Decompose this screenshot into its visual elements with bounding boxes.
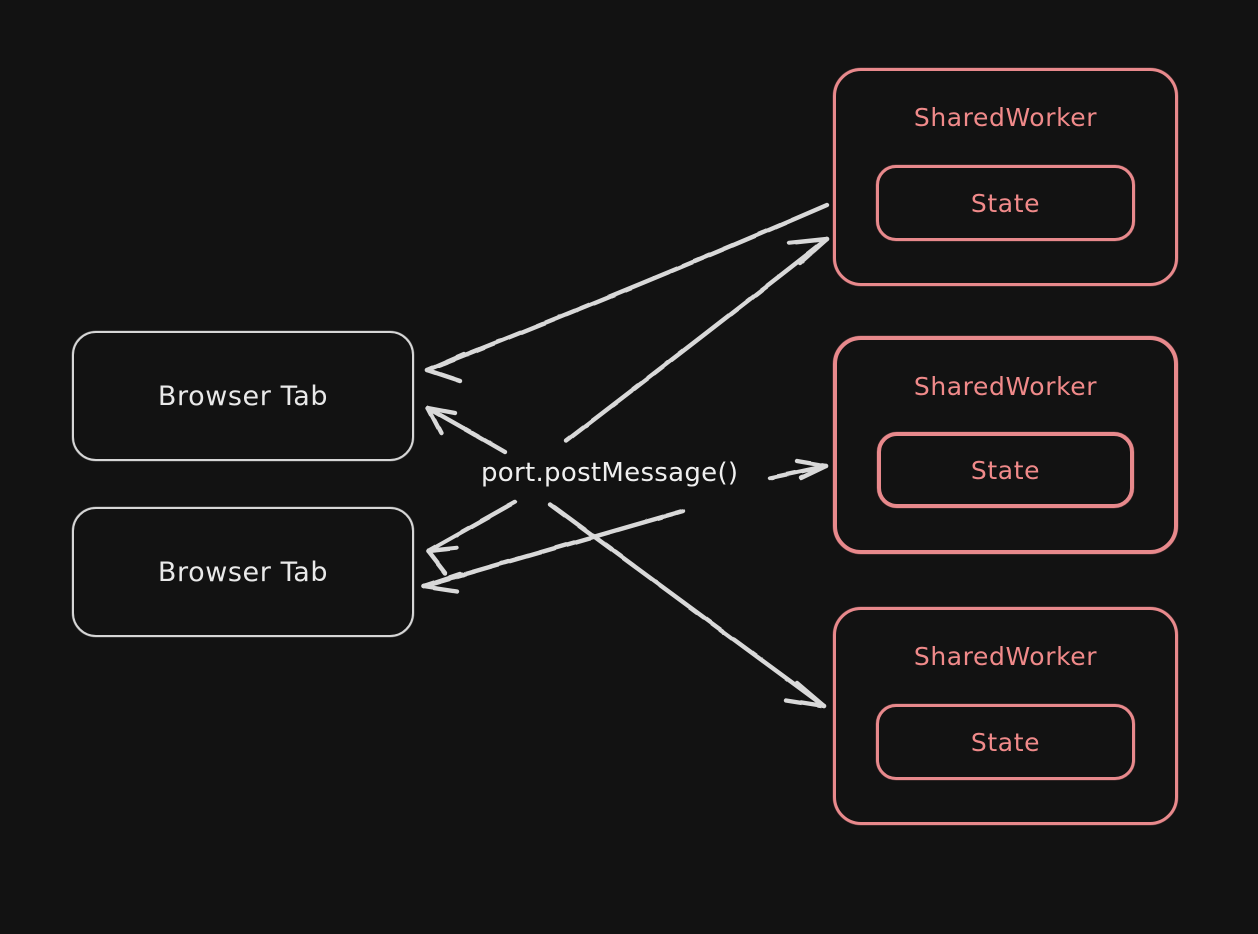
arrow-label-to-worker3 bbox=[547, 501, 827, 709]
shared-worker-3-label: SharedWorker bbox=[913, 642, 1098, 671]
arrow-worker3-to-tab2 bbox=[421, 508, 686, 594]
shared-worker-2[interactable]: SharedWorker State bbox=[833, 336, 1178, 554]
shared-worker-1[interactable]: SharedWorker State bbox=[833, 68, 1178, 286]
arrow-label-to-tab2 bbox=[425, 499, 518, 576]
arrow-label-to-tab1 bbox=[425, 405, 508, 455]
edge-label-post-message: port.postMessage() bbox=[481, 458, 739, 488]
shared-worker-1-state-box[interactable]: State bbox=[876, 165, 1135, 241]
arrow-label-to-worker2 bbox=[767, 458, 829, 481]
shared-worker-3-state-box[interactable]: State bbox=[876, 704, 1135, 780]
shared-worker-1-label: SharedWorker bbox=[913, 103, 1098, 132]
arrow-worker1-to-tab1 bbox=[424, 202, 830, 384]
browser-tab-1-label: Browser Tab bbox=[157, 380, 329, 412]
shared-worker-2-label: SharedWorker bbox=[913, 372, 1098, 401]
browser-tab-1[interactable]: Browser Tab bbox=[72, 331, 414, 461]
shared-worker-3-state-label: State bbox=[970, 727, 1041, 757]
browser-tab-2[interactable]: Browser Tab bbox=[72, 507, 414, 637]
shared-worker-2-state-box[interactable]: State bbox=[877, 432, 1134, 508]
shared-worker-3[interactable]: SharedWorker State bbox=[833, 607, 1178, 825]
arrow-label-to-worker1 bbox=[563, 236, 830, 444]
shared-worker-1-state-label: State bbox=[970, 188, 1041, 218]
shared-worker-2-state-label: State bbox=[970, 455, 1041, 485]
browser-tab-2-label: Browser Tab bbox=[157, 556, 329, 588]
